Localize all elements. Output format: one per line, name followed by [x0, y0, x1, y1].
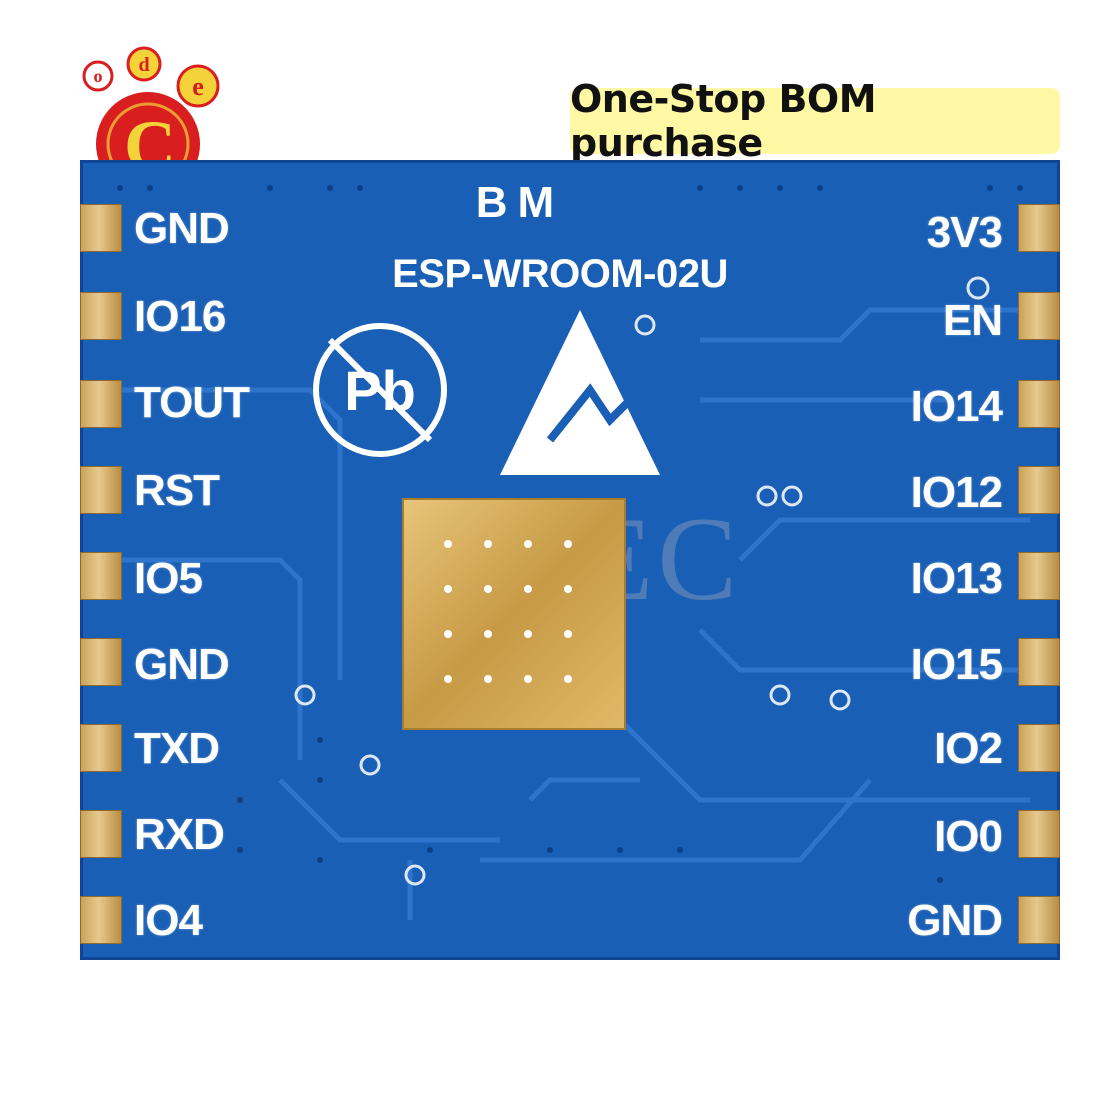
pad-left-6	[80, 638, 122, 686]
logo-letter-d: d	[138, 54, 149, 76]
pin-label-right-9: GND	[907, 896, 1003, 945]
pin-label-left-4: RST	[134, 466, 220, 515]
pad-right-7	[1018, 724, 1060, 772]
pin-label-right-3: IO14	[910, 382, 1003, 431]
pad-right-9	[1018, 896, 1060, 944]
pad-left-8	[80, 810, 122, 858]
promo-banner-text: One-Stop BOM purchase	[570, 77, 877, 165]
brand-label: BM	[475, 178, 565, 227]
pad-left-5	[80, 552, 122, 600]
logo-letter-o: o	[94, 66, 103, 86]
pin-label-right-2: EN	[942, 296, 1003, 345]
pad-right-8	[1018, 810, 1060, 858]
logo-letter-e: e	[192, 72, 204, 101]
pin-label-left-9: IO4	[134, 896, 203, 945]
pad-left-3	[80, 380, 122, 428]
pad-right-1	[1018, 204, 1060, 252]
pin-label-left-3: TOUT	[134, 378, 250, 427]
pad-right-5	[1018, 552, 1060, 600]
pad-left-7	[80, 724, 122, 772]
thermal-ground-pad	[402, 498, 626, 730]
pad-right-2	[1018, 292, 1060, 340]
pin-label-right-4: IO12	[910, 468, 1003, 517]
pin-label-left-2: IO16	[134, 292, 226, 341]
pcb-module: Pb BM ESP-WROOM-02U ODEC	[80, 160, 1060, 960]
pad-right-3	[1018, 380, 1060, 428]
pad-left-2	[80, 292, 122, 340]
pad-left-9	[80, 896, 122, 944]
esd-warning-symbol	[500, 310, 660, 475]
pin-label-left-1: GND	[134, 204, 230, 253]
pin-label-right-5: IO13	[910, 554, 1003, 603]
pin-label-left-8: RXD	[134, 810, 225, 859]
pin-label-right-1: 3V3	[926, 208, 1003, 257]
svg-text:Pb: Pb	[344, 359, 416, 422]
pb-free-symbol	[313, 323, 447, 457]
pin-label-left-7: TXD	[134, 724, 220, 773]
pad-left-1	[80, 204, 122, 252]
pin-label-right-6: IO15	[910, 640, 1003, 689]
promo-banner: One-Stop BOM purchase	[570, 77, 1060, 165]
pad-right-4	[1018, 466, 1060, 514]
pin-label-right-8: IO0	[934, 812, 1003, 861]
pad-left-4	[80, 466, 122, 514]
pin-label-right-7: IO2	[934, 724, 1003, 773]
pad-right-6	[1018, 638, 1060, 686]
pin-label-left-5: IO5	[134, 554, 203, 603]
pin-label-left-6: GND	[134, 640, 230, 689]
pcb-traces: Pb	[110, 185, 1030, 920]
model-label: ESP-WROOM-02U	[392, 252, 728, 296]
